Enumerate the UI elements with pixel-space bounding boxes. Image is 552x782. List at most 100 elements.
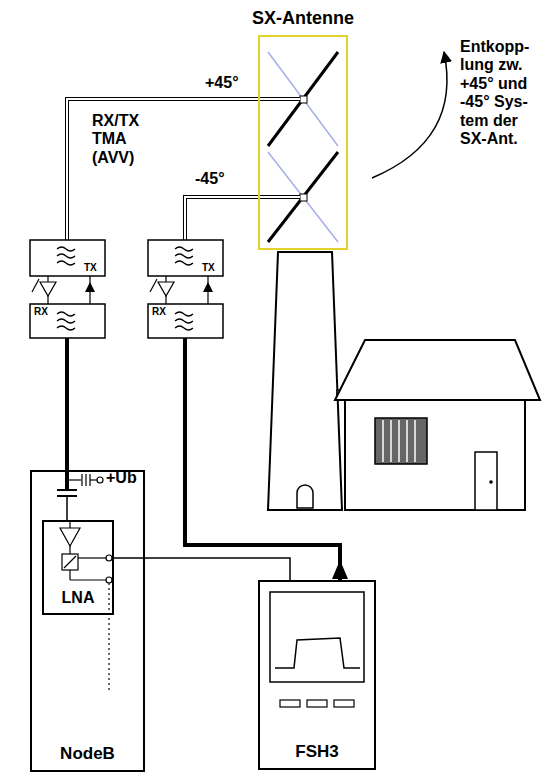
equipment-house <box>375 418 427 464</box>
tma-unit <box>207 276 208 304</box>
lna-symbol <box>62 554 78 570</box>
tma-unit <box>40 282 56 296</box>
dipole-element <box>268 152 338 242</box>
analyzer-screen <box>275 638 360 668</box>
tma-unit <box>85 282 95 292</box>
tma-unit <box>89 276 90 304</box>
decoupling-arrow <box>372 52 447 178</box>
voltage-label: +Ub <box>106 469 137 487</box>
coax-cable <box>67 99 300 240</box>
coax-cable <box>67 99 258 470</box>
tma-unit <box>150 279 157 292</box>
equipment-house <box>390 420 392 462</box>
tma-unit <box>158 282 174 296</box>
tma-unit <box>148 274 223 306</box>
tma-unit <box>165 276 166 304</box>
lna-symbol <box>60 520 112 690</box>
dipole-element <box>300 194 307 201</box>
dipole-element <box>300 96 307 103</box>
tma-unit <box>175 247 193 265</box>
bias-tee-symbol <box>85 474 86 486</box>
lna-symbol <box>106 555 112 561</box>
node-label: LNA <box>62 589 95 607</box>
equipment-house <box>345 400 525 510</box>
port-label: RX <box>152 306 166 318</box>
tma-unit <box>47 276 48 304</box>
analyzer-screen <box>270 592 364 707</box>
antenna-mast <box>268 252 346 510</box>
antenna-mast <box>268 252 342 510</box>
connector-group <box>185 197 348 580</box>
bias-tee-symbol <box>97 477 103 483</box>
antenna-panel: SX-Antenne <box>258 35 348 250</box>
lna-symbol <box>70 579 106 580</box>
tma-unit <box>203 282 213 292</box>
arrowhead <box>332 560 348 579</box>
node-label: NodeB <box>60 744 115 764</box>
lna-symbol <box>78 557 106 558</box>
polarization-label: +45° <box>205 74 239 92</box>
coax-cable <box>185 197 300 240</box>
tma-unit <box>32 279 39 292</box>
tma-unit <box>148 240 223 276</box>
node-label: FSH3 <box>295 742 338 762</box>
analyzer-box: FSH3 <box>258 580 376 770</box>
tma-unit <box>57 312 75 330</box>
analyzer-screen <box>280 700 300 707</box>
node-label: SX-Antenne <box>252 8 354 29</box>
decoupling-arrow <box>372 52 447 178</box>
bias-tee-symbol <box>57 470 103 520</box>
coax-cable <box>258 195 300 199</box>
dipole-element <box>268 52 338 146</box>
lna-symbol <box>69 546 70 554</box>
dipole-element <box>268 152 338 242</box>
tma-unit <box>30 304 105 338</box>
tma-unit <box>30 240 105 338</box>
port-label: TX <box>84 262 97 274</box>
bias-tee-symbol <box>57 495 77 497</box>
analyzer-screen <box>270 592 364 682</box>
lna-symbol <box>64 556 76 568</box>
equipment-house <box>335 340 540 400</box>
equipment-house <box>382 420 384 462</box>
tma-label: RX/TX TMA (AVV) <box>92 112 154 167</box>
bias-tee-symbol <box>89 474 90 486</box>
bias-tee-symbol <box>66 496 68 520</box>
bias-tee-symbol <box>57 489 77 491</box>
tma-unit <box>30 274 105 306</box>
coax-cable <box>185 197 340 580</box>
coax-cable <box>67 99 300 240</box>
analyzer-screen <box>334 700 354 707</box>
tma-unit <box>57 247 75 265</box>
equipment-house <box>335 340 540 510</box>
port-label: RX <box>34 306 48 318</box>
lna-box: LNA <box>42 520 114 615</box>
analyzer-screen <box>307 700 327 707</box>
equipment-house <box>489 480 493 484</box>
bias-tee-symbol <box>65 470 69 490</box>
tma-unit <box>30 240 105 276</box>
bias-tee-symbol <box>81 474 82 486</box>
coax-cable <box>258 97 300 101</box>
bias-tee-symbol <box>90 479 97 480</box>
connector-group <box>114 558 290 580</box>
lna-symbol <box>106 577 112 583</box>
port-label: TX <box>202 262 215 274</box>
equipment-house <box>398 420 400 462</box>
connector-group <box>67 99 258 470</box>
lna-symbol <box>60 528 80 546</box>
equipment-house <box>414 420 416 462</box>
annotation-text: Entkopp- lung zw. +45° und -45° Sys- tem… <box>460 38 546 148</box>
dipole-element <box>268 52 338 146</box>
equipment-house <box>406 420 408 462</box>
dipole-element <box>268 52 338 242</box>
bias-tee-symbol <box>67 479 81 480</box>
antenna-mast <box>337 390 346 398</box>
tma-unit <box>148 304 223 338</box>
nodeb-box: LNA NodeB <box>30 470 145 772</box>
antenna-mast <box>297 485 313 508</box>
tma-unit <box>148 240 223 338</box>
rf-cable <box>114 558 290 580</box>
lna-symbol <box>69 570 70 580</box>
equipment-house <box>475 452 497 510</box>
